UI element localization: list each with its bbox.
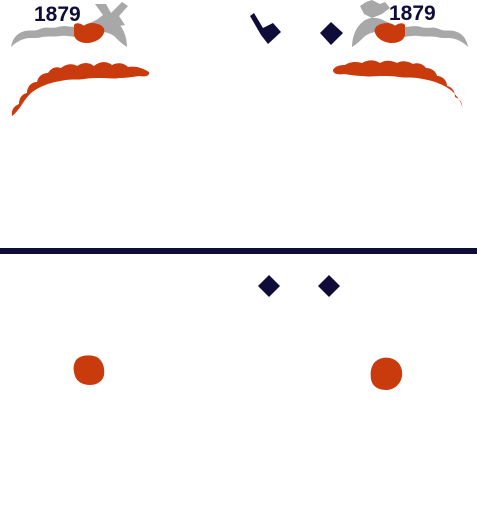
left-gray-flourish <box>94 2 128 28</box>
right-gray-flourish <box>360 0 390 18</box>
orange-dot-right <box>370 357 403 390</box>
right-orange-garland <box>333 60 463 108</box>
navy-diamond-lower-right <box>318 275 340 297</box>
navy-diamond-top <box>320 22 343 45</box>
year-label-left: 1879 <box>34 3 81 26</box>
orange-dot-left <box>73 355 105 385</box>
navy-diamond-lower-left <box>258 275 280 297</box>
navy-checkmark <box>250 13 281 44</box>
navy-divider-line <box>0 248 477 254</box>
left-orange-heart <box>74 22 105 43</box>
left-orange-garland <box>11 62 150 116</box>
right-orange-heart <box>374 22 405 43</box>
year-label-right: 1879 <box>389 2 436 25</box>
